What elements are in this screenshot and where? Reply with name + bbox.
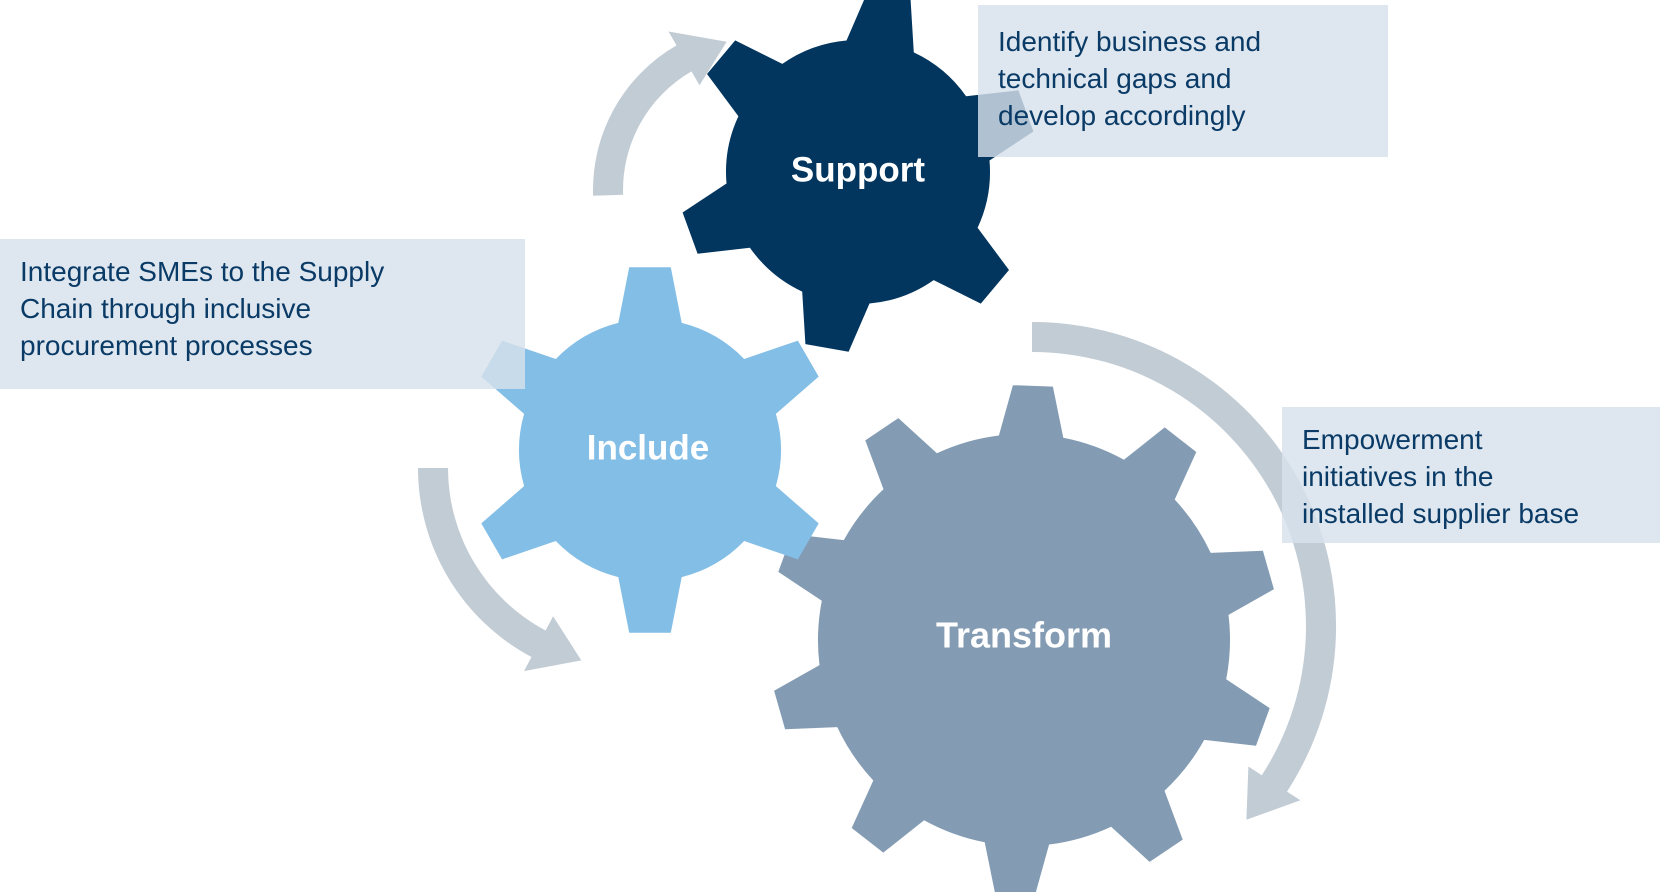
- cycle-arrow-top: [593, 31, 727, 196]
- transform-gear: [774, 385, 1274, 892]
- include-callout-line: Integrate SMEs to the Supply: [20, 256, 385, 287]
- support-callout-line: develop accordingly: [998, 100, 1246, 131]
- support-callout: Identify business and technical gaps and…: [978, 5, 1388, 157]
- cycle-arrow-right: [1032, 321, 1337, 820]
- include-callout-line: Chain through inclusive: [20, 293, 312, 324]
- support-callout-line: technical gaps and: [998, 63, 1232, 94]
- transform-callout-line: installed supplier base: [1302, 498, 1580, 529]
- transform-callout: Empowerment initiatives in the installed…: [1282, 407, 1660, 543]
- transform-gear-label: Transform: [936, 615, 1112, 656]
- support-gear-label: Support: [791, 150, 925, 189]
- include-callout: Integrate SMEs to the Supply Chain throu…: [0, 239, 525, 389]
- cycle-arrow-left: [418, 468, 582, 672]
- support-gear: [682, 0, 1034, 352]
- include-gear: [481, 267, 819, 633]
- include-callout-line: procurement processes: [20, 330, 313, 361]
- support-callout-line: Identify business and: [998, 26, 1262, 57]
- include-gear-label: Include: [587, 428, 710, 467]
- transform-callout-line: initiatives in the: [1302, 461, 1494, 492]
- transform-callout-line: Empowerment: [1302, 424, 1483, 455]
